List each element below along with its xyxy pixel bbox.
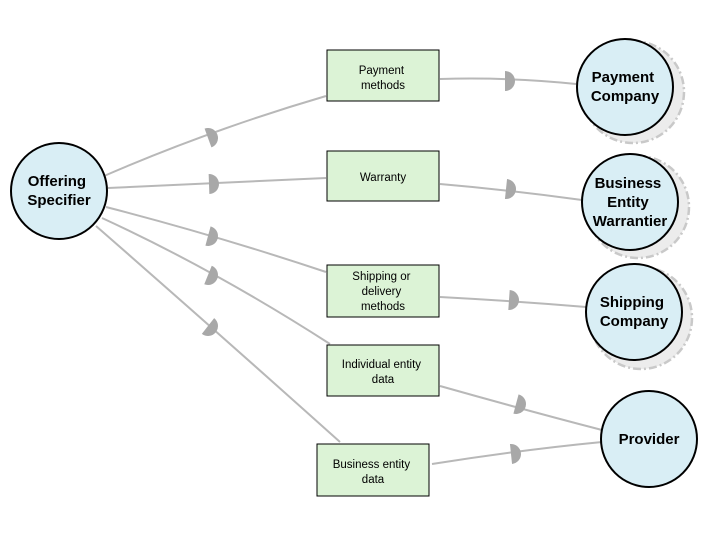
label-line: Company bbox=[600, 313, 669, 330]
provider-label: Provider bbox=[619, 431, 680, 448]
business-entity-data-rect bbox=[316, 443, 430, 497]
label-line: Offering bbox=[28, 173, 86, 190]
connector-cap bbox=[504, 179, 516, 199]
connector-cap bbox=[508, 290, 519, 310]
label-line: methods bbox=[361, 301, 405, 313]
shipping-company-circle bbox=[585, 263, 683, 361]
payment-company-label: Payment Company bbox=[591, 69, 660, 105]
individual-entity-data-label: Individual entity data bbox=[342, 359, 424, 386]
label-line: Payment bbox=[592, 69, 655, 86]
data-boxes: Payment methods Warranty Shipping or del… bbox=[316, 49, 440, 497]
label-line: Individual entity bbox=[342, 359, 422, 371]
connector-cap bbox=[205, 226, 218, 246]
connector-cap bbox=[513, 394, 526, 414]
individual-entity-data-rect bbox=[326, 344, 440, 397]
shipping-methods-rect bbox=[326, 264, 440, 318]
offering-specifier-label: Offering Specifier bbox=[27, 173, 91, 209]
payment-methods-rect bbox=[326, 49, 440, 102]
label-line: Company bbox=[591, 88, 660, 105]
offering-specifier-node: Offering Specifier bbox=[10, 142, 108, 240]
warranty-rect bbox=[326, 150, 440, 202]
payment-methods-label: Payment methods bbox=[359, 65, 408, 92]
shipping-company-label: Shipping Company bbox=[600, 294, 669, 330]
warranty-box: Warranty bbox=[326, 150, 440, 202]
label-line: Warrantier bbox=[593, 213, 668, 230]
connector-cap bbox=[204, 265, 218, 285]
label-line: data bbox=[362, 474, 385, 486]
business-entity-warrantier-node: Business Entity Warrantier bbox=[581, 153, 679, 251]
warrantier-circle bbox=[581, 153, 679, 251]
payment-company-node: Payment Company bbox=[576, 38, 674, 136]
shipping-company-node: Shipping Company bbox=[585, 263, 683, 361]
label-line: data bbox=[372, 374, 395, 386]
label-line: Shipping or bbox=[352, 271, 410, 283]
shipping-methods-label: Shipping or delivery methods bbox=[352, 271, 413, 313]
individual-entity-data-box: Individual entity data bbox=[326, 344, 440, 397]
business-entity-data-box: Business entity data bbox=[316, 443, 430, 497]
label-line: Business entity bbox=[333, 459, 411, 471]
connector-caps bbox=[201, 71, 526, 464]
warranty-label: Warranty bbox=[360, 172, 406, 184]
label-line: Payment bbox=[359, 65, 405, 77]
label-line: delivery bbox=[362, 286, 402, 298]
edge-offering-to-business-entity-data bbox=[95, 225, 341, 443]
provider-node: Provider bbox=[600, 390, 698, 488]
connector-cap bbox=[208, 174, 219, 194]
label-line: Business bbox=[595, 175, 662, 192]
connector-cap bbox=[505, 71, 515, 91]
payment-company-circle bbox=[576, 38, 674, 136]
connector-cap bbox=[201, 318, 218, 336]
label-line: Warranty bbox=[360, 172, 406, 184]
label-line: Specifier bbox=[27, 192, 91, 209]
provider-circle bbox=[600, 390, 698, 488]
label-line: Shipping bbox=[600, 294, 664, 311]
shipping-methods-box: Shipping or delivery methods bbox=[326, 264, 440, 318]
business-entity-data-label: Business entity data bbox=[333, 459, 414, 486]
offering-specifier-circle bbox=[10, 142, 108, 240]
label-line: methods bbox=[361, 80, 405, 92]
warrantier-label: Business Entity Warrantier bbox=[593, 175, 668, 230]
payment-methods-box: Payment methods bbox=[326, 49, 440, 102]
label-line: Provider bbox=[619, 431, 680, 448]
connector-cap bbox=[509, 444, 521, 464]
circle-nodes: Offering Specifier Payment Company Busin… bbox=[10, 38, 698, 488]
connector-cap bbox=[204, 128, 218, 148]
label-line: Entity bbox=[607, 194, 649, 211]
